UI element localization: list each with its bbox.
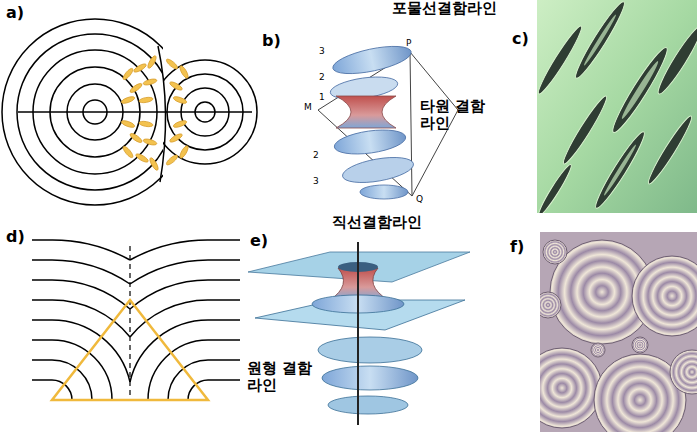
- point-letter: Q: [416, 194, 423, 204]
- defect-label: 직선결함라인: [332, 214, 422, 231]
- axis-number: 3: [318, 46, 326, 56]
- panel-letter: b): [262, 32, 281, 50]
- axis-number: 2: [318, 72, 326, 82]
- panel-letter: a): [6, 4, 24, 22]
- axis-number: 3: [312, 176, 320, 186]
- panel-letter: c): [512, 30, 529, 48]
- defect-label: 포물선결함라인: [392, 0, 497, 17]
- axis-number: 2: [312, 150, 320, 160]
- defect-label: 타원 결함라인: [420, 98, 490, 133]
- point-letter: M: [304, 102, 312, 112]
- defect-label: 원형 결함라인: [246, 360, 318, 395]
- axis-number: 1: [318, 92, 326, 102]
- panel-letter: f): [510, 238, 524, 256]
- panel-letter: d): [6, 228, 25, 246]
- panel-letter: e): [250, 232, 268, 250]
- point-letter: P: [406, 38, 411, 48]
